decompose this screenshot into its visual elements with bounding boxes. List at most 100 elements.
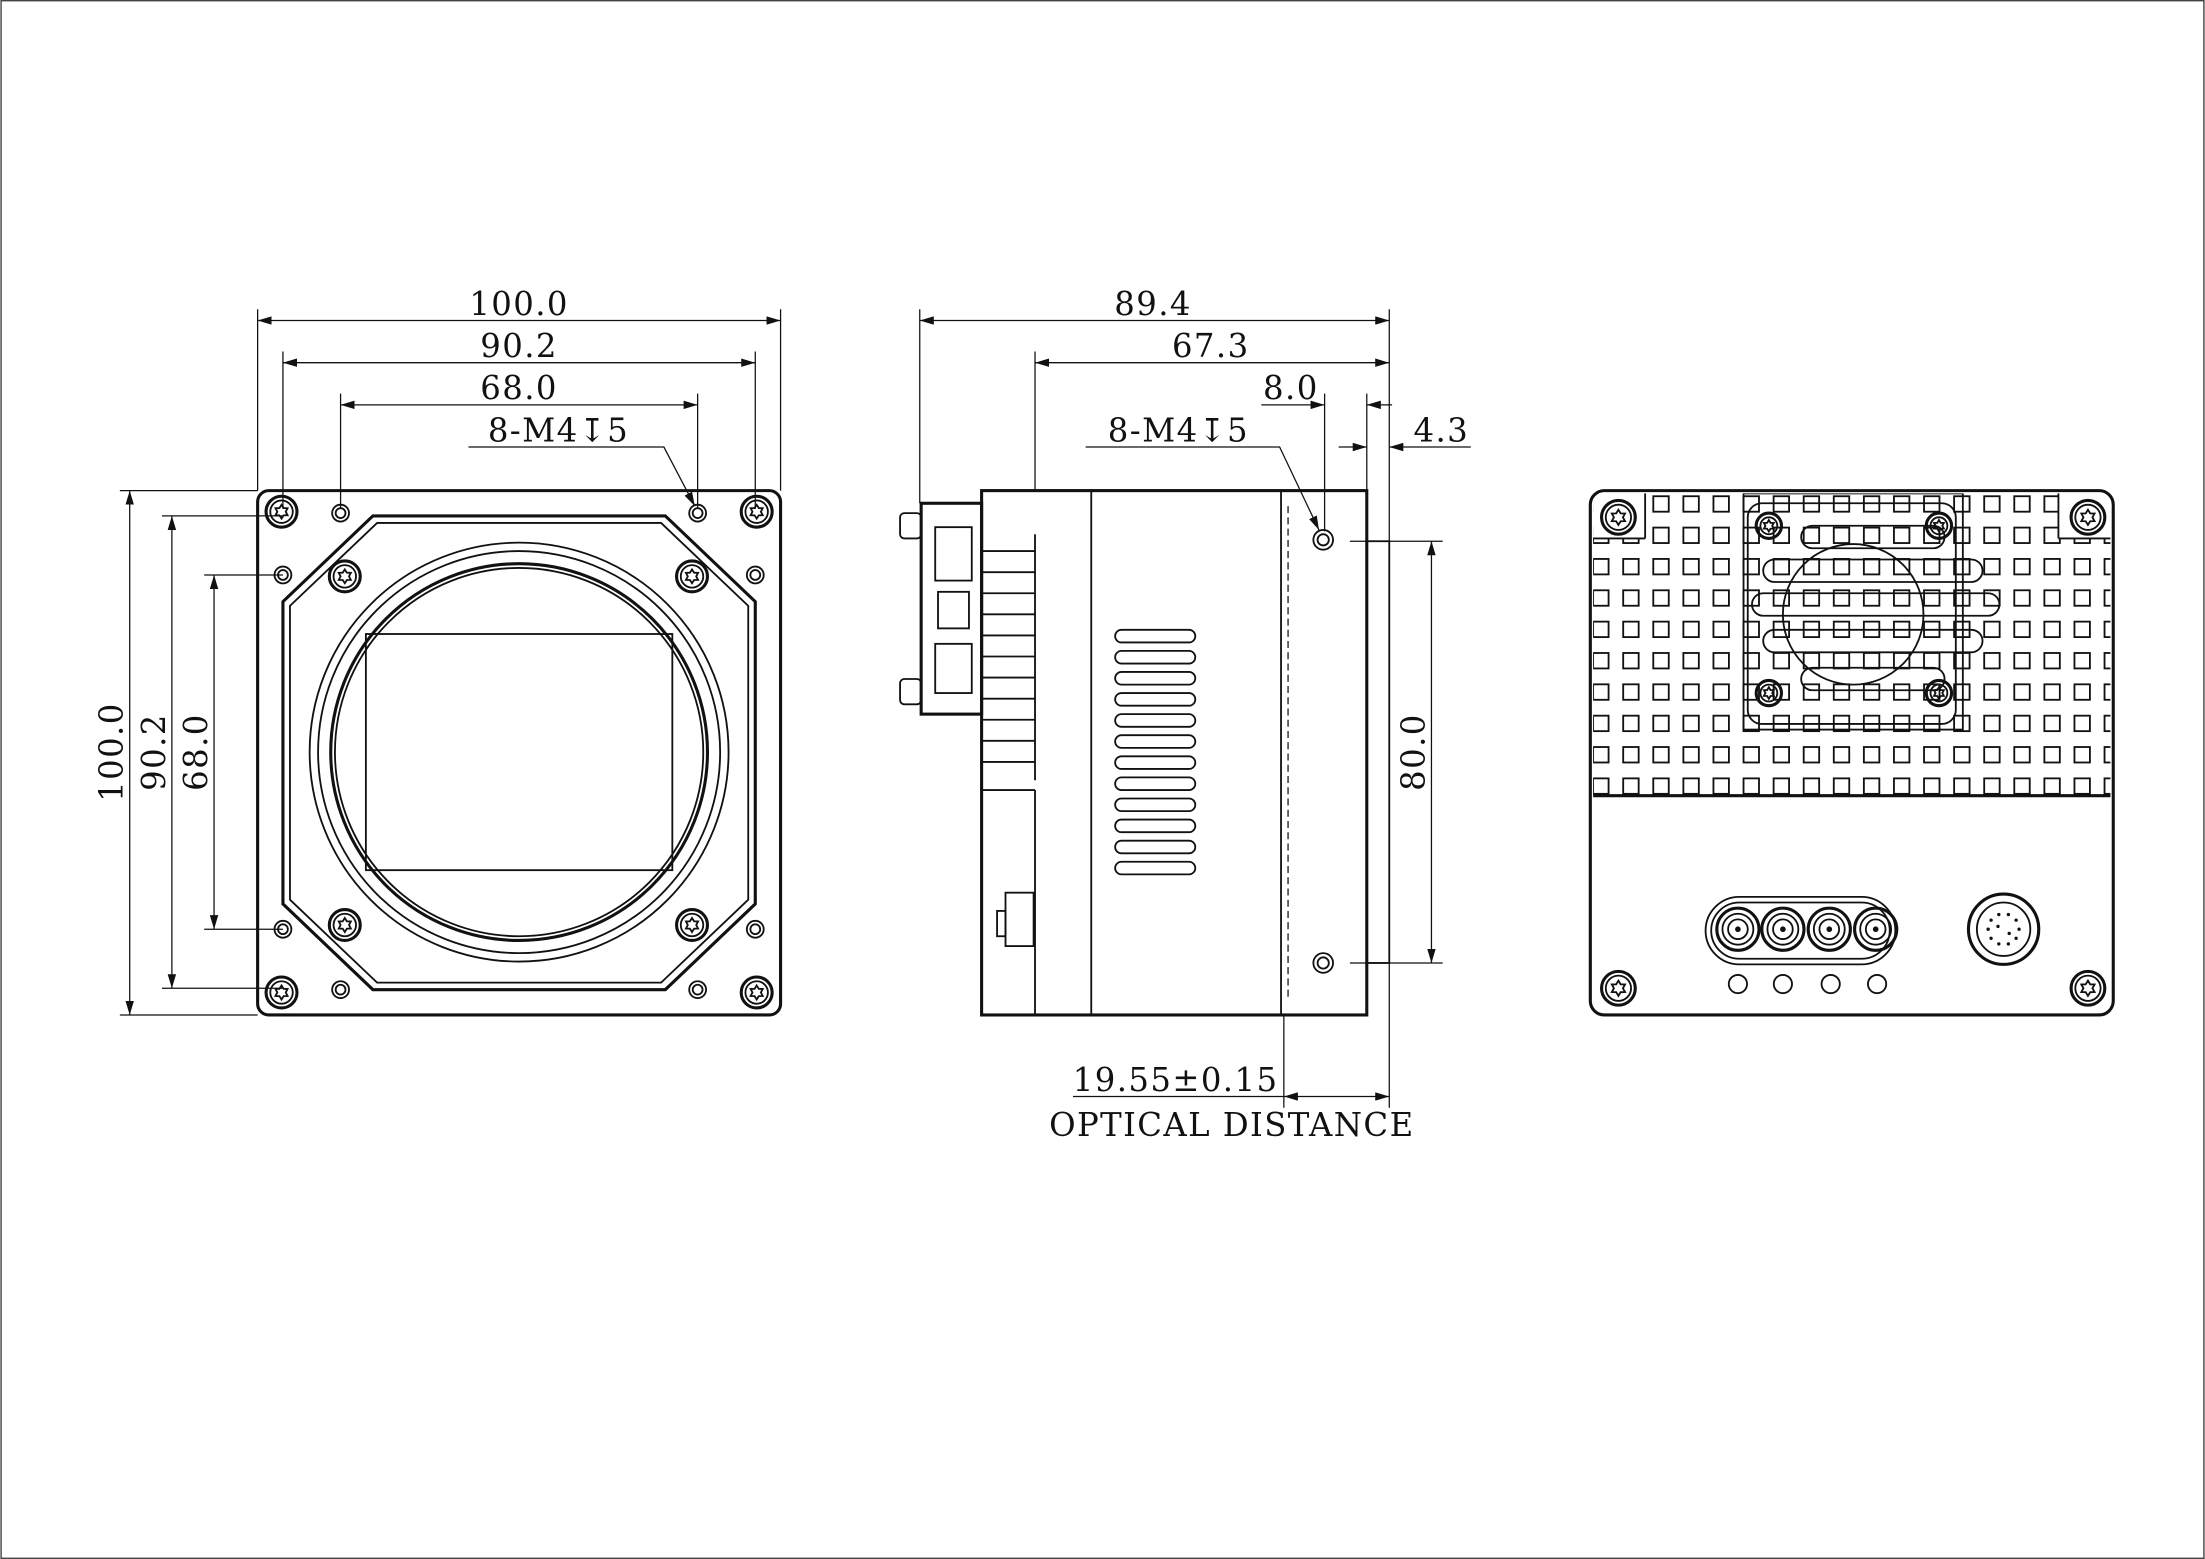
heatsink-cell bbox=[1953, 495, 1971, 513]
heatsink-cell bbox=[2013, 746, 2031, 764]
heatsink-cell bbox=[1622, 746, 1640, 764]
screw-icon bbox=[675, 559, 710, 594]
screw-icon bbox=[2069, 498, 2107, 536]
heatsink-cell bbox=[1893, 683, 1911, 701]
heatsink-cell bbox=[1593, 777, 1610, 795]
m4-hole bbox=[745, 919, 765, 939]
heatsink-cell bbox=[2013, 620, 2031, 639]
heatsink-cell bbox=[1923, 777, 1941, 795]
heatsink-cell bbox=[2103, 746, 2111, 764]
fan-grille bbox=[1746, 502, 1957, 725]
dim-front-width-mount: 68.0 bbox=[480, 369, 558, 407]
heatsink-cell bbox=[1742, 620, 1760, 639]
dim-front-height-screw: 90.2 bbox=[135, 713, 173, 791]
heatsink-cell bbox=[1622, 714, 1640, 733]
heatsink-cell bbox=[1862, 777, 1881, 795]
heatsink-cell bbox=[1652, 683, 1670, 701]
heatsink-cell bbox=[1712, 746, 1730, 764]
vent-slot bbox=[1114, 671, 1197, 686]
vent-slot bbox=[1114, 797, 1197, 813]
heatsink-cell bbox=[1862, 652, 1881, 670]
heatsink-cell bbox=[1832, 683, 1851, 701]
optical-distance-label: OPTICAL DISTANCE bbox=[1049, 1106, 1415, 1144]
heatsink-cell bbox=[1622, 683, 1640, 701]
heatsink-cell bbox=[2013, 777, 2031, 795]
heatsink-cell bbox=[1953, 777, 1971, 795]
fan-slot bbox=[1800, 666, 1946, 692]
heatsink-cell bbox=[1983, 620, 2001, 639]
io-pin bbox=[1997, 912, 2001, 917]
optical-distance-value: 19.55±0.15 bbox=[1073, 1061, 1279, 1099]
coaxpress-port bbox=[1715, 906, 1761, 952]
screw-icon bbox=[1754, 511, 1784, 540]
heatsink-cell bbox=[1893, 558, 1911, 576]
heatsink-cell bbox=[1593, 714, 1610, 733]
side-dimensions: 89.4 67.3 8.0 4.3 8-M4↧5 80.0 19.55±0.15… bbox=[919, 285, 1471, 1144]
heatsink-cell bbox=[1593, 558, 1610, 576]
side-view bbox=[899, 489, 1391, 1017]
heatsink-cell bbox=[1772, 777, 1790, 795]
heatsink-cell bbox=[1682, 777, 1700, 795]
vent-slot bbox=[1114, 692, 1197, 707]
heatsink-cell bbox=[2103, 683, 2111, 701]
screw-icon bbox=[1600, 498, 1637, 536]
dim-front-height-outer: 100.0 bbox=[93, 702, 131, 802]
heatsink-cell bbox=[1983, 746, 2001, 764]
heatsink-cell bbox=[1832, 558, 1851, 576]
heatsink-cell bbox=[1923, 746, 1941, 764]
m4-hole bbox=[688, 980, 707, 1000]
heatsink-cell bbox=[1622, 589, 1640, 607]
heatsink-cell bbox=[2073, 558, 2091, 576]
heatsink-cell bbox=[1682, 558, 1700, 576]
heatsink-cell bbox=[2073, 620, 2091, 639]
heatsink-cell bbox=[1802, 526, 1821, 544]
heatsink-cell bbox=[1652, 777, 1670, 795]
side-thread-note: 8-M4↧5 bbox=[1108, 411, 1249, 449]
dim-side-hole-spacing: 80.0 bbox=[1394, 713, 1432, 791]
heatsink-cell bbox=[1652, 558, 1670, 576]
heatsink-cell bbox=[2013, 558, 2031, 576]
heatsink-cell bbox=[2073, 652, 2091, 670]
front-thread-note: 8-M4↧5 bbox=[488, 411, 629, 449]
heatsink-cell bbox=[1953, 683, 1971, 701]
heatsink-cell bbox=[1712, 620, 1730, 639]
io-pin bbox=[1989, 936, 1993, 940]
heatsink-cell bbox=[1983, 683, 2001, 701]
vent-slot bbox=[1114, 755, 1197, 770]
coaxpress-port bbox=[1806, 906, 1852, 952]
screw-icon bbox=[1754, 678, 1784, 708]
heatsink-cell bbox=[2103, 620, 2111, 639]
heatsink-cell bbox=[2043, 683, 2061, 701]
heatsink-cell bbox=[1862, 589, 1881, 607]
heatsink-cell bbox=[1652, 589, 1670, 607]
heatsink-cell bbox=[1923, 589, 1941, 607]
heatsink-cell bbox=[1682, 589, 1700, 607]
screw-icon bbox=[739, 975, 774, 1010]
heatsink-cell bbox=[2103, 714, 2111, 733]
heatsink-cell bbox=[2043, 589, 2061, 607]
screw-icon bbox=[1924, 511, 1954, 540]
vent-slot bbox=[1114, 776, 1197, 791]
heatsink-cell bbox=[1622, 620, 1640, 639]
screw-icon bbox=[264, 975, 299, 1010]
heatsink-cell bbox=[1983, 589, 2001, 607]
heatsink-cell bbox=[1832, 652, 1851, 670]
heatsink-cell bbox=[1652, 746, 1670, 764]
screw-icon bbox=[1600, 969, 1637, 1007]
heatsink-cell bbox=[1712, 589, 1730, 607]
heatsink-cell bbox=[1953, 589, 1971, 607]
heatsink-cell bbox=[1712, 526, 1730, 544]
front-dimensions: 100.0 90.2 68.0 8-M4↧5 100.0 90.2 68.0 bbox=[93, 285, 782, 1016]
vent-slot bbox=[1114, 839, 1197, 855]
m4-hole bbox=[745, 565, 765, 585]
dim-side-flange: 4.3 bbox=[1413, 411, 1469, 449]
io-pin bbox=[1997, 942, 2001, 946]
heatsink-cell bbox=[1652, 495, 1670, 513]
heatsink-cell bbox=[2013, 714, 2031, 733]
heatsink-cell bbox=[1953, 714, 1971, 733]
heatsink-cell bbox=[2013, 652, 2031, 670]
heatsink-cell bbox=[2043, 652, 2061, 670]
heatsink-cell bbox=[2103, 558, 2111, 576]
heatsink-cell bbox=[1862, 746, 1881, 764]
heatsink-cell bbox=[1742, 746, 1760, 764]
